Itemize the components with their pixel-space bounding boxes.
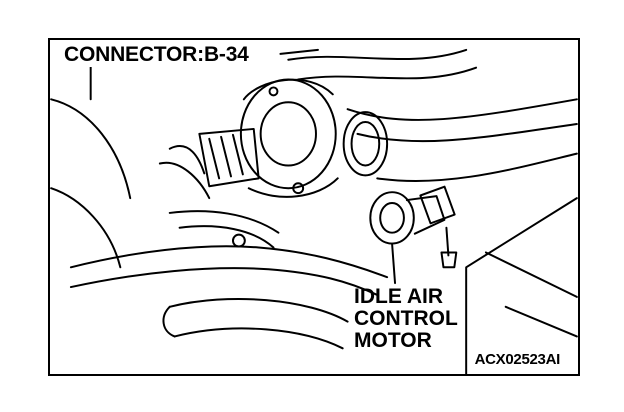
wiring-harness bbox=[69, 210, 389, 296]
left-panel bbox=[50, 48, 132, 269]
lower-hose bbox=[162, 297, 349, 350]
connector-leader-line bbox=[279, 48, 319, 55]
motor-callout: IDLE AIR CONTROL MOTOR bbox=[354, 286, 458, 352]
connector-label: CONNECTOR:B-34 bbox=[64, 43, 253, 67]
throttle-body bbox=[239, 78, 389, 198]
callout-line-1: IDLE AIR bbox=[354, 285, 444, 308]
connector-b34 bbox=[158, 127, 260, 200]
idle-air-control-motor bbox=[369, 185, 458, 269]
figure-code: ACX02523AI bbox=[474, 351, 561, 368]
callout-line-2: CONTROL bbox=[354, 307, 458, 330]
callout-leader-line bbox=[391, 242, 397, 285]
engine-bay-illustration bbox=[50, 48, 578, 374]
callout-line-3: MOTOR bbox=[354, 329, 432, 352]
right-panel bbox=[465, 197, 578, 374]
diagram-frame: CONNECTOR:B-34 IDLE AIR CONTROL MOTOR AC… bbox=[48, 38, 580, 376]
hose-upper-right bbox=[287, 48, 578, 182]
